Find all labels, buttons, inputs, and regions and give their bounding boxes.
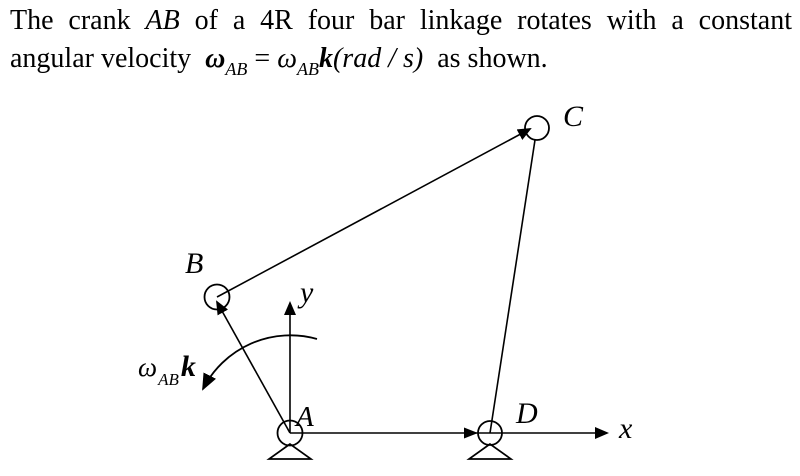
line1-crank-name: AB bbox=[145, 5, 180, 36]
joint-d-label: D bbox=[516, 397, 538, 430]
omega-symbol: ω bbox=[277, 43, 297, 74]
problem-statement-line1: The crank AB of a 4R four bar linkage ro… bbox=[0, 2, 800, 40]
y-axis-label: y bbox=[300, 276, 314, 309]
ground-support-d-icon bbox=[466, 442, 514, 460]
omega-bold-subscript: AB bbox=[225, 59, 248, 79]
line1-pre: The crank bbox=[10, 5, 146, 36]
joint-b-label: B bbox=[185, 247, 204, 280]
units-text: (rad / s) bbox=[332, 43, 424, 74]
rotation-arc bbox=[202, 334, 318, 391]
omega-subscript-diagram: AB bbox=[158, 370, 179, 389]
joint-a-label: A bbox=[296, 401, 314, 433]
k-unit-vector-diagram: k bbox=[180, 350, 196, 383]
joint-d-pin-icon bbox=[477, 420, 503, 446]
coupler-bc-line bbox=[216, 128, 532, 298]
x-axis-label: x bbox=[619, 412, 633, 445]
line2-post: as shown. bbox=[437, 43, 548, 74]
joint-a-pin-icon bbox=[276, 419, 304, 447]
line2-pre: angular velocity bbox=[10, 43, 192, 74]
problem-statement: The crank AB of a 4R four bar linkage ro… bbox=[0, 2, 800, 80]
link-ad-arrowhead-icon bbox=[464, 427, 478, 439]
joint-c-label: C bbox=[563, 100, 584, 133]
omega-bold-symbol: ω bbox=[205, 43, 226, 74]
omega-subscript: AB bbox=[296, 59, 319, 79]
equals-sign: = bbox=[254, 43, 271, 74]
follower-dc-line bbox=[489, 139, 536, 434]
k-unit-vector: k bbox=[318, 43, 333, 74]
joint-b-pin-icon bbox=[203, 283, 231, 311]
crank-ab-line bbox=[216, 300, 291, 434]
omega-symbol-diagram: ω bbox=[138, 352, 158, 382]
line1-post: of a 4R four bar linkage rotates with a … bbox=[179, 5, 792, 36]
angular-velocity-label: ωABk bbox=[138, 350, 196, 390]
joint-c-pin-icon bbox=[524, 115, 550, 141]
ground-support-a-icon bbox=[266, 442, 314, 460]
